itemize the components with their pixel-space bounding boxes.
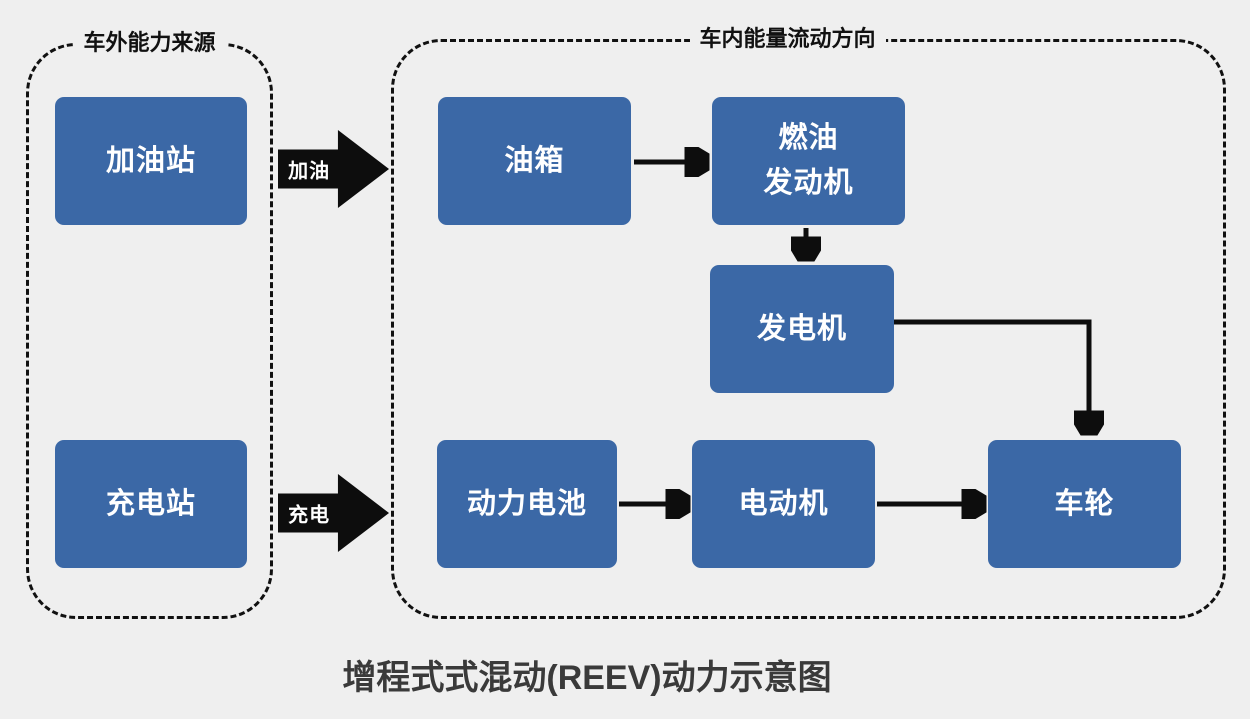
node-battery-label: 动力电池 [466, 487, 587, 520]
node-wheel-label: 车轮 [1054, 487, 1115, 520]
node-fuel-engine-line1: 燃油 [778, 122, 839, 155]
node-charging-station-label: 充电站 [105, 487, 196, 520]
charge-arrow-label: 充电 [288, 504, 331, 527]
node-gas-station-label: 加油站 [105, 144, 196, 177]
node-charging-station: 充电站 [55, 440, 247, 568]
node-gas-station: 加油站 [55, 97, 247, 225]
container-external-label: 车外能力来源 [73, 30, 226, 57]
node-motor-label: 电动机 [738, 487, 829, 520]
container-external-energy-source: 车外能力来源 [26, 30, 273, 619]
diagram-title: 增程式式混动(REEV)动力示意图 [342, 659, 832, 697]
node-motor: 电动机 [692, 440, 875, 568]
edge-generator-to-wheel [894, 319, 1089, 433]
container-internal-energy-flow: 车内能量流动方向 [391, 26, 1226, 619]
node-fuel-tank-label: 油箱 [504, 144, 565, 177]
node-fuel-engine-line2: 发动机 [763, 167, 854, 199]
node-fuel-tank: 油箱 [438, 97, 631, 225]
node-fuel-engine: 燃油 发动机 [712, 97, 905, 225]
node-fuel-engine-label: 燃油 发动机 [763, 116, 853, 206]
container-internal-label: 车内能量流动方向 [689, 26, 886, 53]
node-generator-label: 发电机 [756, 312, 847, 345]
refuel-arrow-label: 加油 [288, 160, 331, 183]
node-battery: 动力电池 [437, 440, 617, 568]
node-generator: 发电机 [710, 265, 894, 393]
node-wheel: 车轮 [988, 440, 1181, 568]
